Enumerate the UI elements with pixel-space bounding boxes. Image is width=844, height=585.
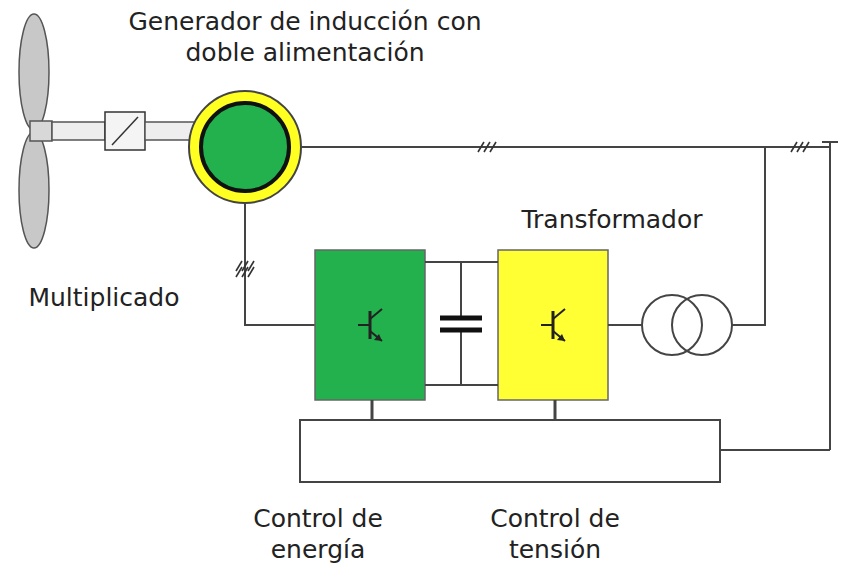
- high-speed-shaft: [145, 122, 195, 140]
- gearbox: [105, 112, 145, 150]
- low-speed-shaft: [52, 122, 105, 140]
- control-label: Control de energía: [223, 503, 413, 565]
- generator-stator: [189, 91, 301, 203]
- gearbox-label: Multiplicado: [4, 282, 204, 313]
- grid-side-converter: [498, 250, 608, 400]
- transformer-label: Transformador: [502, 204, 722, 235]
- control-unit: [300, 420, 720, 482]
- generator-rotor: [201, 103, 289, 191]
- generator-label: Generador de inducción con doble aliment…: [115, 6, 495, 68]
- rotor-blades: [19, 14, 52, 248]
- control-label: Control de tensión: [460, 503, 650, 565]
- rotor-side-converter: [315, 250, 425, 400]
- dc-capacitor: [440, 316, 482, 321]
